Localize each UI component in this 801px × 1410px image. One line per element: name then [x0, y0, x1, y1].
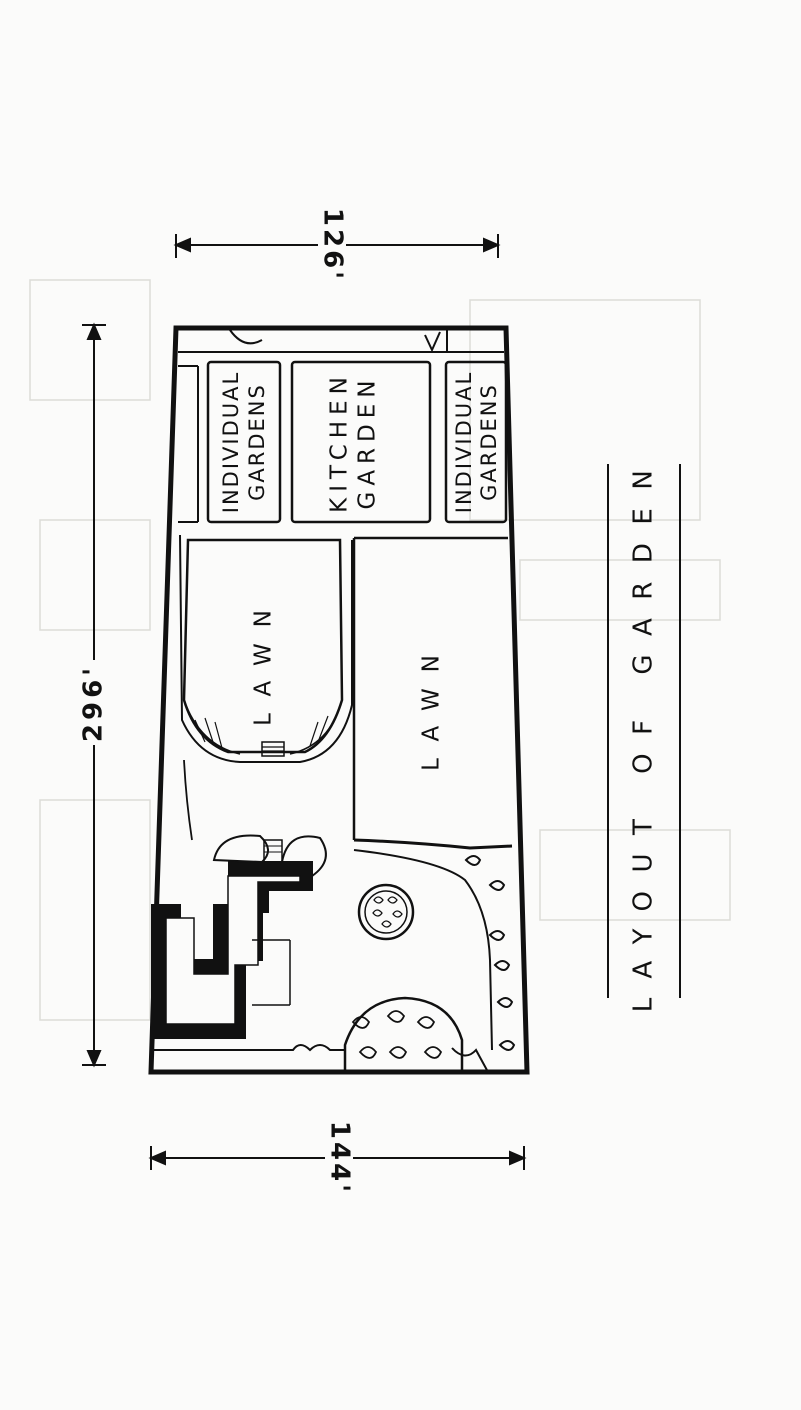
left-lawn-area — [179, 534, 353, 763]
length-label: 296' — [79, 664, 109, 742]
garden-boundary — [148, 325, 530, 1075]
bottom-width-label: 144' — [325, 1121, 355, 1195]
front-path — [152, 1044, 489, 1073]
top-width-dimension — [173, 234, 501, 258]
top-width-label: 126' — [318, 208, 348, 282]
kitchen-garden-line2: GARDEN — [355, 375, 381, 510]
right-curved-path — [353, 849, 493, 1051]
individual-gardens-right-plot — [444, 360, 508, 524]
top-path — [178, 329, 504, 353]
kitchen-garden-plot — [290, 360, 432, 524]
individual-gardens-right-line1: INDIVIDUAL — [452, 371, 476, 513]
title-frame — [607, 464, 681, 998]
left-lawn-label: LAWN — [251, 594, 277, 726]
length-dimension — [82, 322, 106, 1068]
upper-plots — [178, 360, 508, 524]
diagram-title: LAYOUT OF GARDEN — [629, 452, 659, 1013]
front-flower-bed — [343, 996, 464, 1070]
individual-gardens-left-line2: GARDENS — [245, 383, 269, 501]
individual-gardens-left-plot — [206, 360, 282, 524]
shrub-border — [464, 855, 516, 1051]
left-side-path — [183, 759, 193, 841]
circular-flower-bed — [357, 883, 415, 941]
house-block — [151, 834, 327, 1039]
kitchen-garden-line1: KITCHEN — [327, 371, 353, 513]
bottom-width-dimension — [148, 1146, 527, 1170]
individual-gardens-left-line1: INDIVIDUAL — [219, 371, 243, 513]
right-lawn-area — [352, 536, 513, 850]
right-lawn-label: LAWN — [419, 639, 445, 771]
individual-gardens-right-line2: GARDENS — [477, 383, 501, 501]
